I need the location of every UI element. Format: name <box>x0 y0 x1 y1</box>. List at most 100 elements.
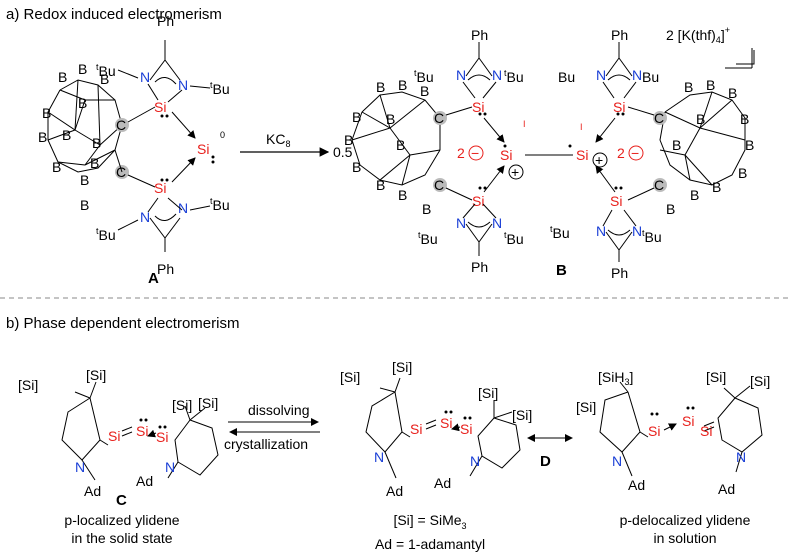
atom-b: B <box>398 77 407 93</box>
atom-n: N <box>140 69 150 85</box>
si-substituent: [Si] <box>576 399 596 415</box>
atom-n: N <box>596 223 606 239</box>
phenyl-label: Ph <box>611 265 628 281</box>
atom-b: B <box>42 105 51 121</box>
crystallization-label: crystallization <box>224 436 309 452</box>
atom-n: N <box>75 459 85 475</box>
charge-two: 2 <box>617 145 625 161</box>
atom-b: B <box>666 201 675 217</box>
atom-b: B <box>396 137 405 153</box>
atom-n: N <box>736 449 746 465</box>
atom-b: B <box>344 132 353 148</box>
phenyl-label: Ph <box>157 261 174 277</box>
atom-n: N <box>178 77 188 93</box>
adamantyl-label: Ad <box>434 475 451 491</box>
atom-b: B <box>376 79 385 95</box>
si-substituent: [Si] <box>478 385 498 401</box>
si-substituent: [Si] <box>18 377 38 393</box>
svg-text:tBu: tBu <box>210 196 230 213</box>
atom-b: B <box>398 187 407 203</box>
atom-si: Si <box>136 423 148 439</box>
atom-n: N <box>470 453 480 469</box>
atom-b: B <box>80 172 89 188</box>
atom-b: B <box>420 83 429 99</box>
plus-sign: + <box>595 152 603 168</box>
atom-n: N <box>632 223 642 239</box>
atom-b: B <box>728 85 737 101</box>
adamantyl-label: Ad <box>136 473 153 489</box>
compound-label-c: C <box>116 492 127 509</box>
atom-si: Si <box>440 415 452 431</box>
atom-si: Si <box>410 421 422 437</box>
adamantyl-label: Ad <box>628 477 645 493</box>
compound-label-b: B <box>556 262 567 279</box>
tbu-label: Bu <box>558 69 575 85</box>
atom-n: N <box>632 67 642 83</box>
caption-c: p-localized ylidene in the solid state <box>64 512 180 546</box>
atom-b: B <box>80 197 89 213</box>
adamantyl-label: Ad <box>84 483 101 499</box>
atom-n: N <box>612 453 622 469</box>
atom-b: B <box>62 127 71 143</box>
charge-one: I <box>580 122 583 132</box>
atom-b: B <box>376 177 385 193</box>
minus-sign: − <box>471 145 479 161</box>
si-substituent: [Si] <box>198 395 218 411</box>
compound-b: C C B B B B B B B B B B B C C B B B B B … <box>344 27 755 281</box>
atom-si: Si <box>472 99 484 115</box>
atom-b: B <box>352 109 361 125</box>
atom-n: N <box>140 209 150 225</box>
compound-label-a: A <box>148 270 159 287</box>
svg-text:tBu: tBu <box>550 224 570 241</box>
charge-one: I <box>523 119 526 129</box>
svg-text:tBu: tBu <box>504 230 524 247</box>
section-a-title: a) Redox induced electromerism <box>6 6 222 23</box>
tbu-label: Bu <box>642 69 659 85</box>
atom-b: B <box>422 201 431 217</box>
atom-b: B <box>78 61 87 77</box>
atom-n: N <box>596 67 606 83</box>
compound-label-d: D <box>540 453 551 470</box>
atom-b: B <box>38 129 47 145</box>
atom-si: Si <box>648 423 660 439</box>
si-substituent: [Si] <box>340 369 360 385</box>
atom-b: B <box>58 69 67 85</box>
atom-c: C <box>434 177 444 193</box>
atom-si: Si <box>156 429 168 445</box>
atom-si: Si <box>613 99 625 115</box>
atom-si: Si <box>460 421 472 437</box>
atom-b: B <box>52 159 61 175</box>
atom-b: B <box>690 187 699 203</box>
atom-n: N <box>165 459 175 475</box>
atom-n: N <box>456 67 466 83</box>
atom-c: C <box>654 110 664 126</box>
counterion: 2 [K(thf)4]+ <box>666 25 730 45</box>
atom-c: C <box>654 177 664 193</box>
atom-c: C <box>116 164 126 180</box>
si-substituent: [Si] <box>512 407 532 423</box>
compound-middle <box>365 377 521 479</box>
atom-n: N <box>492 215 502 231</box>
charge-two: 2 <box>457 145 465 161</box>
section-b-title: b) Phase dependent electromerism <box>6 315 240 332</box>
svg-text:tBu: tBu <box>414 68 434 85</box>
compound-c <box>61 381 219 481</box>
svg-text:tBu: tBu <box>642 228 662 245</box>
atom-si: Si <box>472 193 484 209</box>
atom-si: Si <box>682 413 694 429</box>
caption-legend: [Si] = SiMe3 Ad = 1-adamantyl <box>374 512 486 552</box>
phenyl-label: Ph <box>157 13 174 29</box>
atom-b: B <box>386 111 395 127</box>
atom-n: N <box>456 215 466 231</box>
si-substituent: [Si] <box>706 369 726 385</box>
adamantyl-label: Ad <box>386 483 403 499</box>
atom-b: B <box>352 159 361 175</box>
atom-si: Si <box>108 428 120 444</box>
caption-d: p-delocalized ylidene in solution <box>619 512 751 546</box>
plus-sign: + <box>511 164 519 180</box>
charge-zero: 0 <box>220 130 225 140</box>
atom-b: B <box>684 79 693 95</box>
svg-text:tBu: tBu <box>418 230 438 247</box>
compound-a: B B B B B B B B B B B B C C Si Si N N N … <box>38 13 230 277</box>
